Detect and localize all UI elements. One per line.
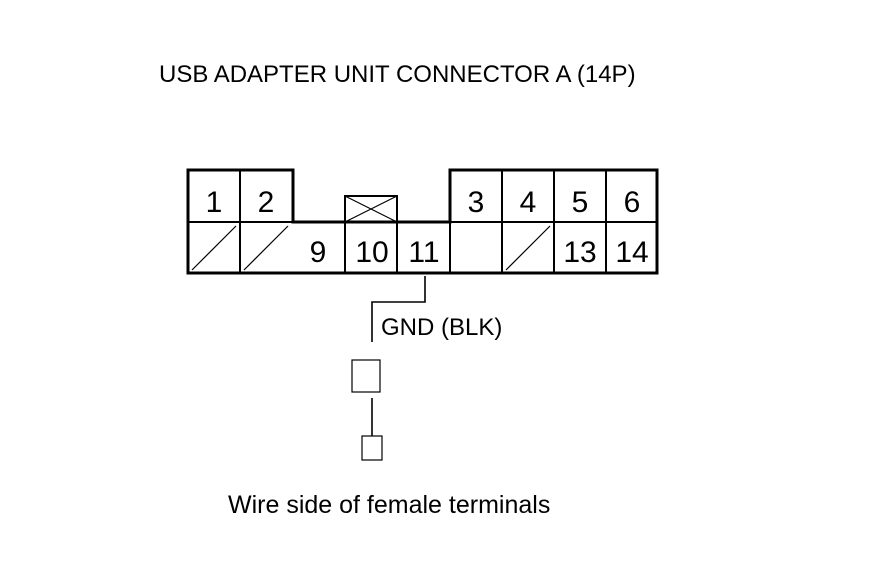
pin-label-2: 2 <box>258 186 275 219</box>
ground-wire <box>371 276 426 342</box>
terminal-upper <box>351 359 381 393</box>
wire-label: GND (BLK) <box>381 314 502 341</box>
terminal-lower <box>361 435 383 461</box>
diagram-title: USB ADAPTER UNIT CONNECTOR A (14P) <box>159 61 636 88</box>
pin-label-13: 13 <box>563 236 596 269</box>
pin-label-3: 3 <box>468 186 485 219</box>
pin-label-9: 9 <box>310 236 327 269</box>
blocked-cavity <box>344 195 398 223</box>
pin-label-6: 6 <box>624 186 641 219</box>
pin-label-10: 10 <box>355 236 388 269</box>
empty-cavity-slash <box>191 225 237 271</box>
pin-label-5: 5 <box>572 186 589 219</box>
diagram-caption: Wire side of female terminals <box>228 491 550 519</box>
pin-label-11: 11 <box>408 236 439 269</box>
pin-label-1: 1 <box>206 186 223 219</box>
blocked-cavity-x <box>344 195 398 223</box>
empty-cavity-slash <box>243 225 289 271</box>
pin-label-4: 4 <box>520 186 537 219</box>
empty-cavity-slash <box>505 225 551 271</box>
pin-label-14: 14 <box>615 236 648 269</box>
